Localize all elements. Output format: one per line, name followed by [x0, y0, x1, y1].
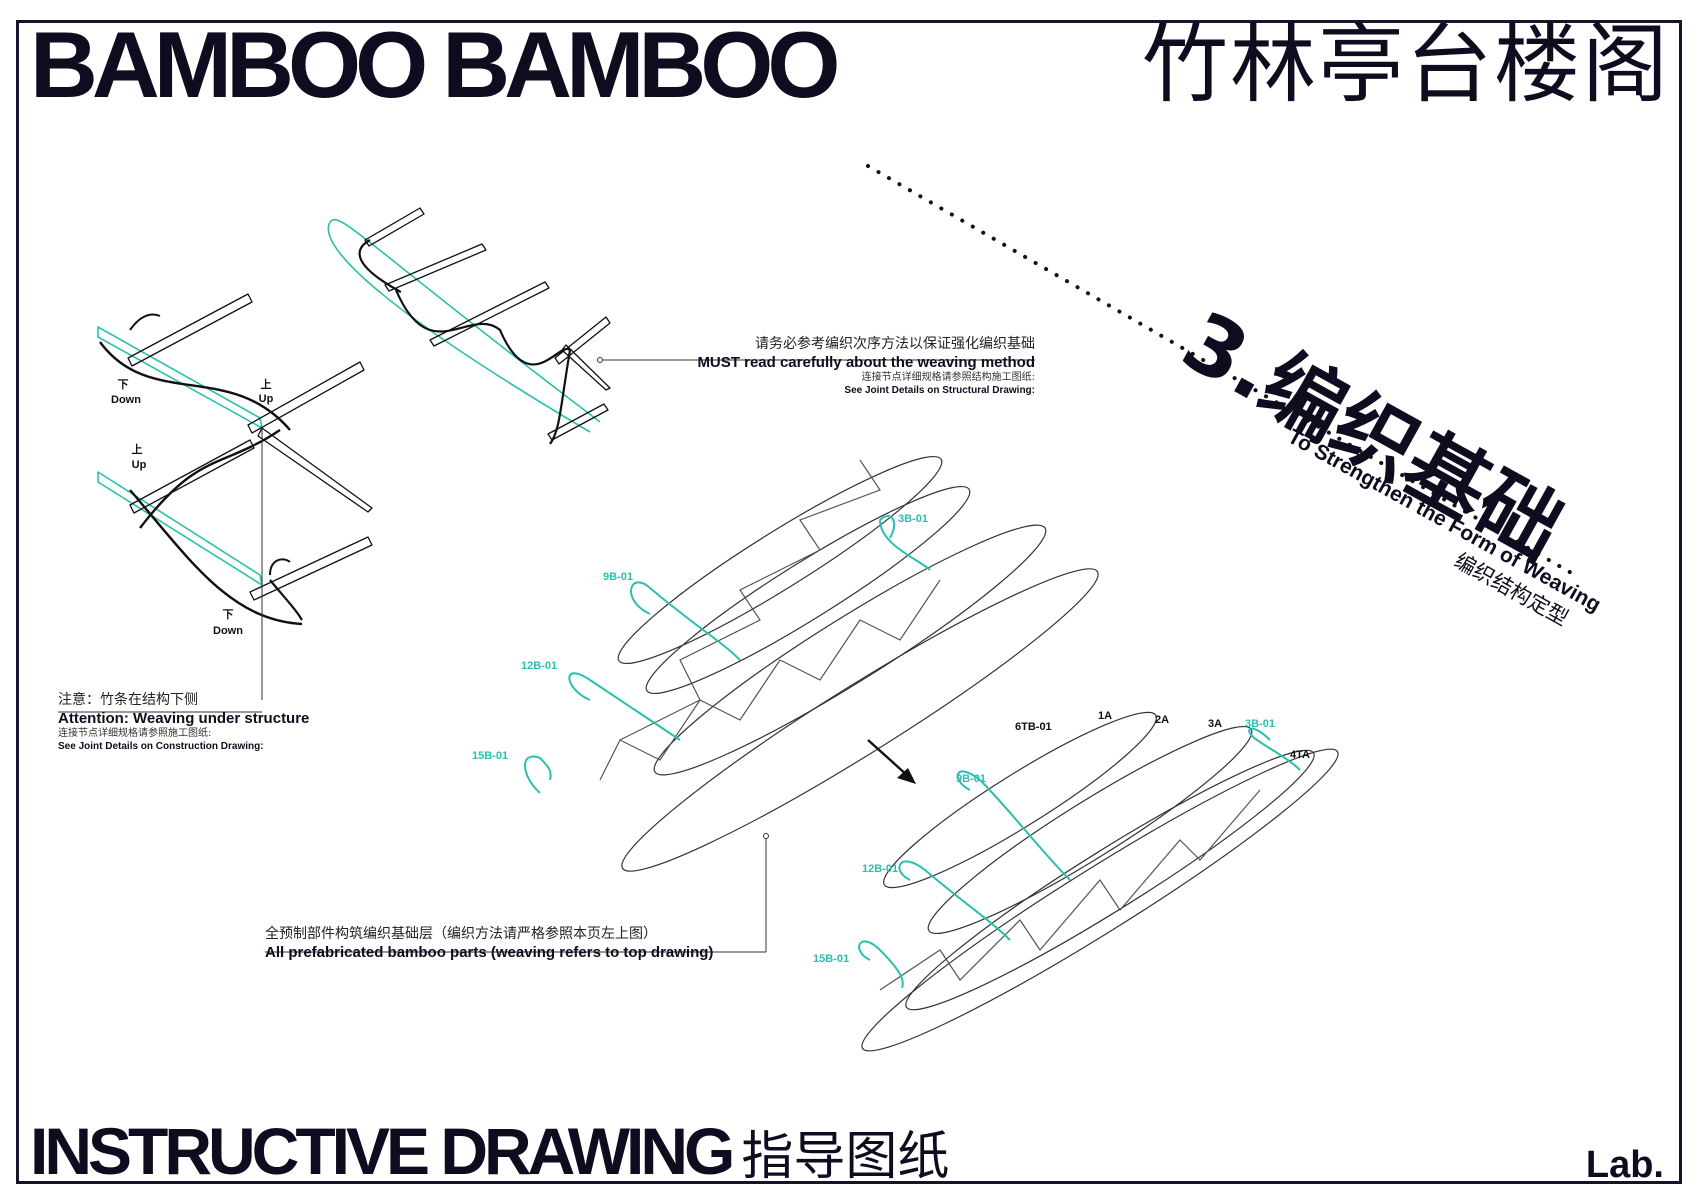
weave-label-down-2-en: Down	[213, 625, 243, 637]
weave-label-down-1-en: Down	[111, 394, 141, 406]
part-label-assembled-9b-01: 9B-01	[956, 773, 986, 785]
project-title-chinese: 竹林亭台楼阁	[1142, 15, 1670, 115]
weave-label-up-2-cn: 上	[132, 442, 143, 456]
project-title: BAMBOO BAMBOO	[30, 12, 840, 117]
lab-logo: Lab.	[1585, 1144, 1664, 1186]
weave-label-up-1-en: Up	[259, 393, 274, 405]
weaving-note-en-detail: See Joint Details on Structural Drawing:	[844, 384, 1035, 396]
weave-label-up-2-en: Up	[132, 459, 147, 471]
attention-note-en-detail: See Joint Details on Construction Drawin…	[58, 740, 264, 752]
prefab-note-en: All prefabricated bamboo parts (weaving …	[265, 943, 714, 961]
attention-note: 注意：竹条在结构下侧 Attention: Weaving under stru…	[58, 692, 309, 753]
weave-detail-left	[97, 293, 373, 700]
exploded-basket	[599, 455, 1099, 872]
part-label-12b-01: 12B-01	[521, 660, 557, 672]
weave-label-down-2-cn: 下	[223, 608, 234, 621]
weave-detail-middle	[327, 207, 611, 445]
page-frame	[16, 20, 1682, 1184]
assembled-basket	[861, 711, 1339, 1052]
footer-title-cn: 指导图纸	[741, 1127, 950, 1187]
attention-note-cn: 注意：竹条在结构下侧	[58, 692, 198, 708]
part-label-3b-01: 3B-01	[898, 513, 928, 525]
part-label-9b-01: 9B-01	[603, 571, 633, 583]
part-label-15b-01: 15B-01	[472, 750, 508, 762]
weave-label-up-1-cn: 上	[261, 377, 272, 391]
weaving-note: 请务必参考编织次序方法以保证强化编织基础 MUST read carefully…	[697, 336, 1035, 397]
assembly-arrow-icon	[867, 739, 916, 784]
part-label-4ta: 4TA	[1290, 749, 1310, 761]
part-label-6tb-01: 6TB-01	[1015, 721, 1052, 733]
part-label-1a: 1A	[1098, 710, 1112, 722]
assembled-teal-parts	[858, 727, 1301, 989]
part-label-assembled-3b-01: 3B-01	[1245, 718, 1275, 730]
part-label-assembled-12b-01: 12B-01	[862, 863, 898, 875]
dotted-guide-line	[866, 164, 1582, 580]
prefab-note-cn: 全预制部件构筑编织基础层（编织方法请严格参照本页左上图）	[265, 926, 657, 942]
weaving-note-leader-dot	[597, 357, 603, 363]
part-label-3a: 3A	[1208, 718, 1222, 730]
weaving-note-cn-detail: 连接节点详细规格请参照结构施工图纸:	[861, 372, 1035, 384]
weaving-note-en: MUST read carefully about the weaving me…	[697, 353, 1035, 371]
attention-note-cn-detail: 连接节点详细规格请参照施工图纸:	[58, 728, 212, 740]
weave-label-down-1-cn: 下	[118, 378, 129, 391]
weaving-note-cn: 请务必参考编织次序方法以保证强化编织基础	[755, 336, 1035, 352]
attention-note-en: Attention: Weaving under structure	[58, 709, 310, 727]
exploded-teal-parts	[524, 515, 931, 794]
part-label-2a: 2A	[1155, 714, 1169, 726]
part-label-assembled-15b-01: 15B-01	[813, 953, 849, 965]
footer-title-en: INSTRUCTIVE DRAWING	[30, 1114, 735, 1188]
prefab-note: 全预制部件构筑编织基础层（编织方法请严格参照本页左上图） All prefabr…	[265, 926, 713, 962]
